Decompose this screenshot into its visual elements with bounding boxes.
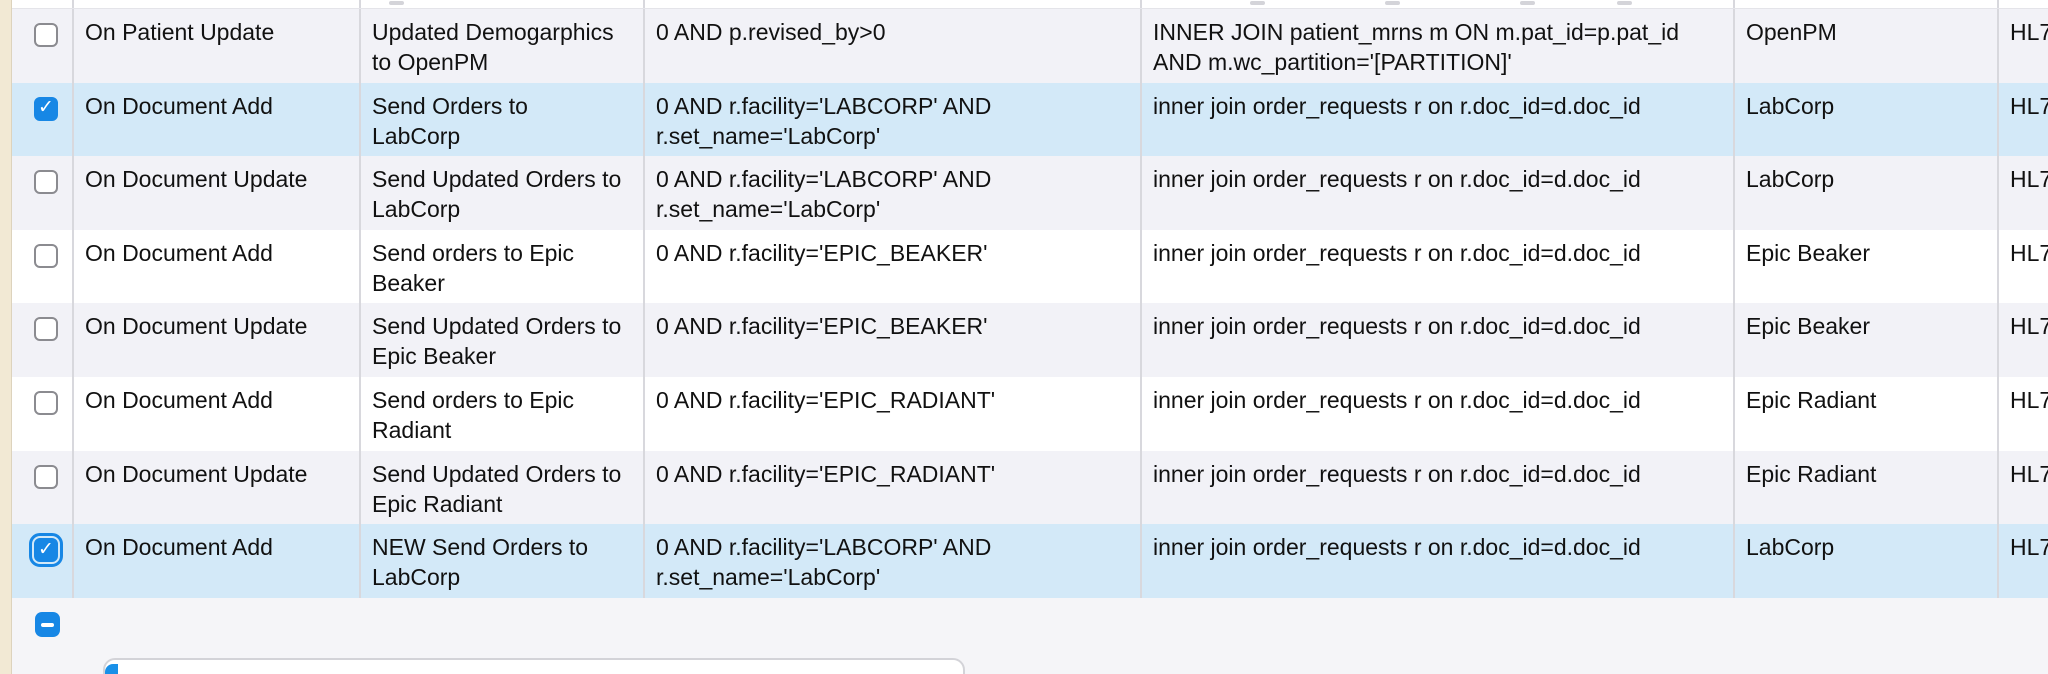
cell-condition: 0 AND r.facility='LABCORP' AND r.set_nam…	[643, 524, 1140, 598]
cell-event: On Document Update	[72, 156, 359, 230]
cell-description: Send Orders to LabCorp	[359, 82, 643, 157]
cell-event: On Document Update	[72, 303, 359, 377]
table-row[interactable]: On Document Update Send Updated Orders t…	[12, 303, 2048, 377]
header-text-remnant	[1617, 1, 1632, 5]
row-checkbox[interactable]	[34, 390, 58, 415]
cell-destination: Epic Radiant	[1733, 376, 1997, 451]
row-checkbox[interactable]	[34, 170, 58, 195]
cell-condition: 0 AND r.facility='EPIC_BEAKER'	[643, 303, 1140, 377]
cell-join: INNER JOIN patient_mrns m ON m.pat_id=p.…	[1140, 9, 1733, 83]
header-text-remnant	[1520, 1, 1535, 5]
detail-panel-clipped	[103, 658, 965, 674]
checkmark-icon: ✓	[38, 538, 54, 560]
cell-destination: Epic Beaker	[1733, 229, 1997, 304]
cell-description: Send orders to Epic Radiant	[359, 376, 643, 451]
cell-condition: 0 AND r.facility='LABCORP' AND r.set_nam…	[643, 156, 1140, 230]
checkbox-cell	[12, 303, 72, 377]
cell-description: NEW Send Orders to LabCorp	[359, 524, 643, 598]
cell-protocol: HL7	[1997, 156, 2048, 230]
checkbox-cell	[12, 450, 72, 525]
row-checkbox[interactable]: ✓	[29, 533, 63, 568]
cell-destination: LabCorp	[1733, 82, 1997, 157]
table-row[interactable]: ✓ On Document Add Send Orders to LabCorp…	[12, 82, 2048, 157]
row-checkbox[interactable]	[34, 464, 58, 489]
cell-join: inner join order_requests r on r.doc_id=…	[1140, 229, 1733, 304]
cell-protocol: HL7	[1997, 229, 2048, 304]
cell-condition: 0 AND r.facility='EPIC_RADIANT'	[643, 450, 1140, 525]
row-checkbox[interactable]: ✓	[34, 96, 58, 121]
cell-destination: OpenPM	[1733, 9, 1997, 83]
table-header-clipped	[12, 0, 2048, 9]
cell-description: Send Updated Orders to Epic Beaker	[359, 303, 643, 377]
table-row[interactable]: On Patient Update Updated Demogarphics t…	[12, 9, 2048, 83]
remove-row-button[interactable]	[35, 612, 60, 637]
cell-condition: 0 AND p.revised_by>0	[643, 9, 1140, 83]
cell-join: inner join order_requests r on r.doc_id=…	[1140, 376, 1733, 451]
cell-destination: Epic Beaker	[1733, 303, 1997, 377]
row-checkbox[interactable]	[34, 23, 58, 47]
checkbox-cell: ✓	[12, 82, 72, 157]
minus-icon	[41, 622, 54, 627]
cell-condition: 0 AND r.facility='EPIC_BEAKER'	[643, 229, 1140, 304]
cell-destination: Epic Radiant	[1733, 450, 1997, 525]
table-row[interactable]: On Document Add Send orders to Epic Beak…	[12, 229, 2048, 304]
cell-condition: 0 AND r.facility='LABCORP' AND r.set_nam…	[643, 82, 1140, 157]
checkbox-cell	[12, 229, 72, 304]
page-left-margin	[0, 0, 12, 674]
checkbox-cell: ✓	[12, 524, 72, 598]
cell-join: inner join order_requests r on r.doc_id=…	[1140, 524, 1733, 598]
checkbox-cell	[12, 376, 72, 451]
cell-description: Send orders to Epic Beaker	[359, 229, 643, 304]
cell-event: On Document Add	[72, 524, 359, 598]
cell-protocol: HL7	[1997, 303, 2048, 377]
table-row[interactable]: ✓ On Document Add NEW Send Orders to Lab…	[12, 524, 2048, 598]
cell-protocol: HL7	[1997, 376, 2048, 451]
checkbox-cell	[12, 9, 72, 83]
cell-event: On Document Add	[72, 82, 359, 157]
cell-protocol: HL7	[1997, 450, 2048, 525]
cell-protocol: HL7	[1997, 524, 2048, 598]
cell-join: inner join order_requests r on r.doc_id=…	[1140, 156, 1733, 230]
cell-event: On Document Update	[72, 450, 359, 525]
cell-protocol: HL7	[1997, 82, 2048, 157]
cell-event: On Document Add	[72, 229, 359, 304]
header-text-remnant	[389, 1, 404, 5]
row-checkbox[interactable]	[34, 317, 58, 342]
cell-condition: 0 AND r.facility='EPIC_RADIANT'	[643, 376, 1140, 451]
cell-destination: LabCorp	[1733, 156, 1997, 230]
header-text-remnant	[1385, 1, 1400, 5]
cell-destination: LabCorp	[1733, 524, 1997, 598]
table-row[interactable]: On Document Update Send Updated Orders t…	[12, 156, 2048, 230]
checkmark-icon: ✓	[38, 97, 54, 119]
header-text-remnant	[1250, 1, 1265, 5]
cell-description: Updated Demogarphics to OpenPM	[359, 9, 643, 83]
cell-event: On Patient Update	[72, 9, 359, 83]
row-checkbox[interactable]	[34, 243, 58, 268]
cell-join: inner join order_requests r on r.doc_id=…	[1140, 450, 1733, 525]
cell-description: Send Updated Orders to LabCorp	[359, 156, 643, 230]
table-row[interactable]: On Document Update Send Updated Orders t…	[12, 450, 2048, 525]
cell-description: Send Updated Orders to Epic Radiant	[359, 450, 643, 525]
cell-protocol: HL7	[1997, 9, 2048, 83]
triggers-table: On Patient Update Updated Demogarphics t…	[12, 0, 2048, 598]
cell-join: inner join order_requests r on r.doc_id=…	[1140, 303, 1733, 377]
checkbox-cell	[12, 156, 72, 230]
cell-join: inner join order_requests r on r.doc_id=…	[1140, 82, 1733, 157]
cell-event: On Document Add	[72, 376, 359, 451]
table-row[interactable]: On Document Add Send orders to Epic Radi…	[12, 376, 2048, 451]
panel-blue-accent	[105, 664, 118, 674]
